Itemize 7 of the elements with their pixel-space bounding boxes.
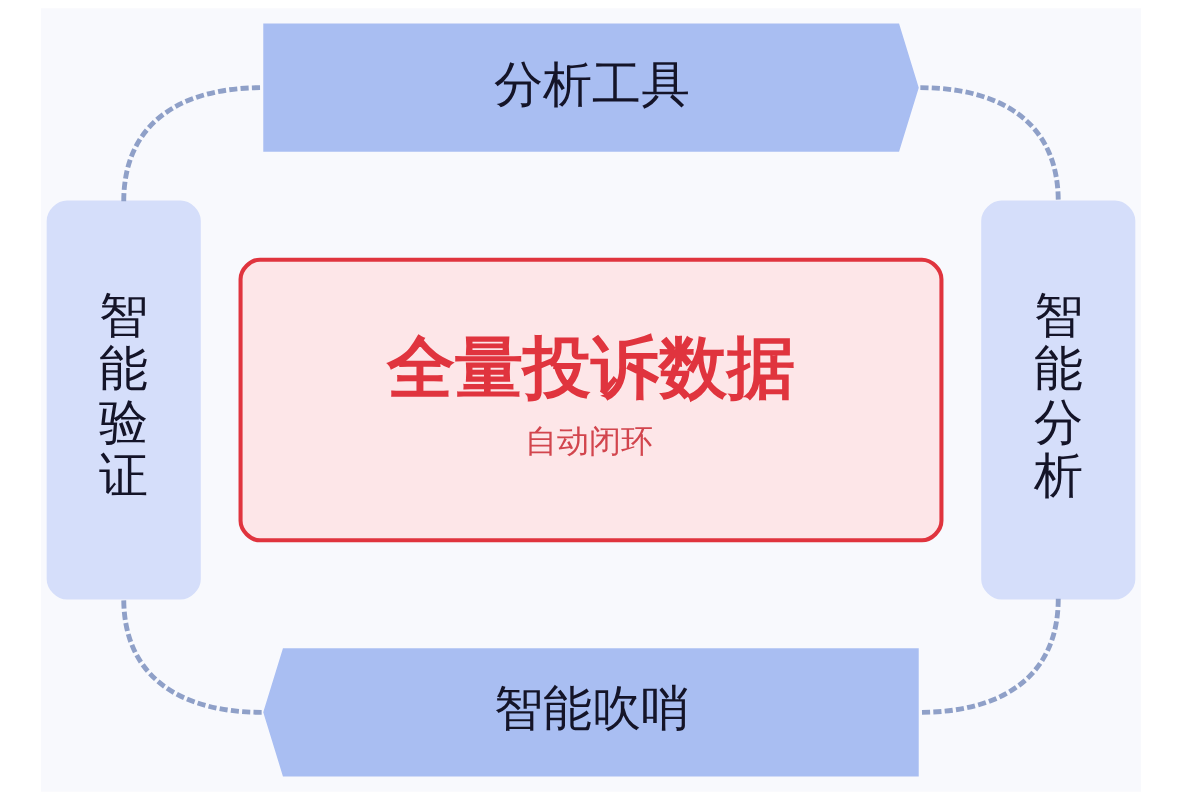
node-box: 全量投诉数据 自动闭环	[238, 257, 943, 543]
connector	[120, 85, 262, 202]
connector	[919, 85, 1061, 202]
node-box: 智能验证	[46, 200, 201, 600]
node-box: 智能分析	[980, 200, 1135, 600]
connector	[120, 598, 262, 715]
connector	[919, 598, 1061, 715]
